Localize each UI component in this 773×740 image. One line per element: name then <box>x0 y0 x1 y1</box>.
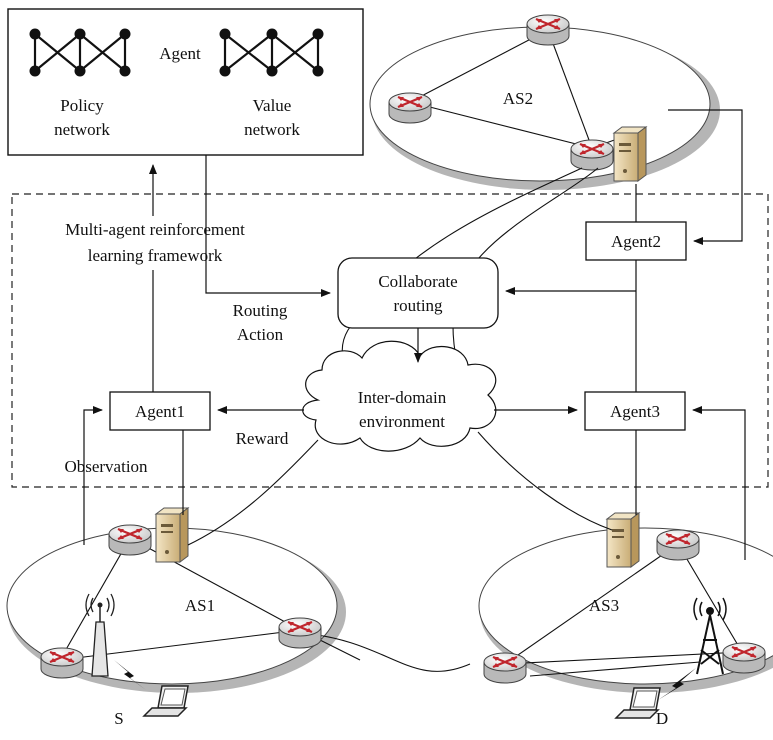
router-icon <box>655 528 701 562</box>
environment-cloud: Inter-domain environment <box>302 340 497 452</box>
as1-domain: AS1 S <box>6 507 471 728</box>
destination-label: D <box>656 709 668 728</box>
environment-label-1: Inter-domain <box>358 388 447 407</box>
agent-panel: Agent Policy network Value network <box>7 8 364 156</box>
routing-action-label-2: Action <box>237 325 284 344</box>
as3-domain: AS3 D <box>478 512 773 728</box>
agent-panel-title: Agent <box>159 44 201 63</box>
agent1-label: Agent1 <box>135 402 185 421</box>
agent2-label: Agent2 <box>611 232 661 251</box>
router-icon <box>387 91 433 125</box>
server-icon <box>155 507 189 563</box>
router-icon <box>721 641 767 675</box>
agent3-label: Agent3 <box>610 402 660 421</box>
cell-tower-icon <box>693 597 727 675</box>
wireless-ap-icon <box>85 593 115 677</box>
value-network-label-2: network <box>244 120 300 139</box>
collaborate-routing-node: Collaborate routing <box>337 257 499 329</box>
as1-label: AS1 <box>185 596 215 615</box>
as3-label: AS3 <box>589 596 619 615</box>
policy-network-label-2: network <box>54 120 110 139</box>
routing-action-label-1: Routing <box>233 301 288 320</box>
router-icon <box>277 616 323 650</box>
collaborate-label-1: Collaborate <box>378 272 457 291</box>
policy-network-icon <box>29 28 131 77</box>
collaborate-label-2: routing <box>393 296 443 315</box>
lightning-icon <box>658 668 696 700</box>
lightning-icon <box>114 660 146 690</box>
router-icon <box>482 651 528 685</box>
environment-label-2: environment <box>359 412 445 431</box>
value-network-label-1: Value <box>253 96 292 115</box>
agent1-node: Agent1 <box>109 391 211 431</box>
server-icon <box>606 512 640 568</box>
as2-domain: AS2 <box>369 13 720 190</box>
as2-label: AS2 <box>503 89 533 108</box>
agent3-node: Agent3 <box>584 391 686 431</box>
router-icon <box>525 13 571 47</box>
framework-label-1: Multi-agent reinforcement <box>65 220 245 239</box>
connectors <box>83 109 746 560</box>
framework-boundary <box>11 193 769 488</box>
source-label: S <box>114 709 123 728</box>
as3-ellipse <box>478 527 773 685</box>
agent-panel-box <box>7 8 364 156</box>
agent2-node: Agent2 <box>585 221 687 261</box>
router-icon <box>107 523 153 557</box>
observation-label: Observation <box>64 457 148 476</box>
policy-network-label-1: Policy <box>60 96 104 115</box>
reward-label: Reward <box>236 429 289 448</box>
laptop-icon <box>615 687 661 719</box>
framework-label-2: learning framework <box>88 246 223 265</box>
server-icon <box>613 126 647 182</box>
router-icon <box>569 138 615 172</box>
cloud-links <box>187 431 613 546</box>
value-network-icon <box>219 28 324 77</box>
router-icon <box>39 646 85 680</box>
